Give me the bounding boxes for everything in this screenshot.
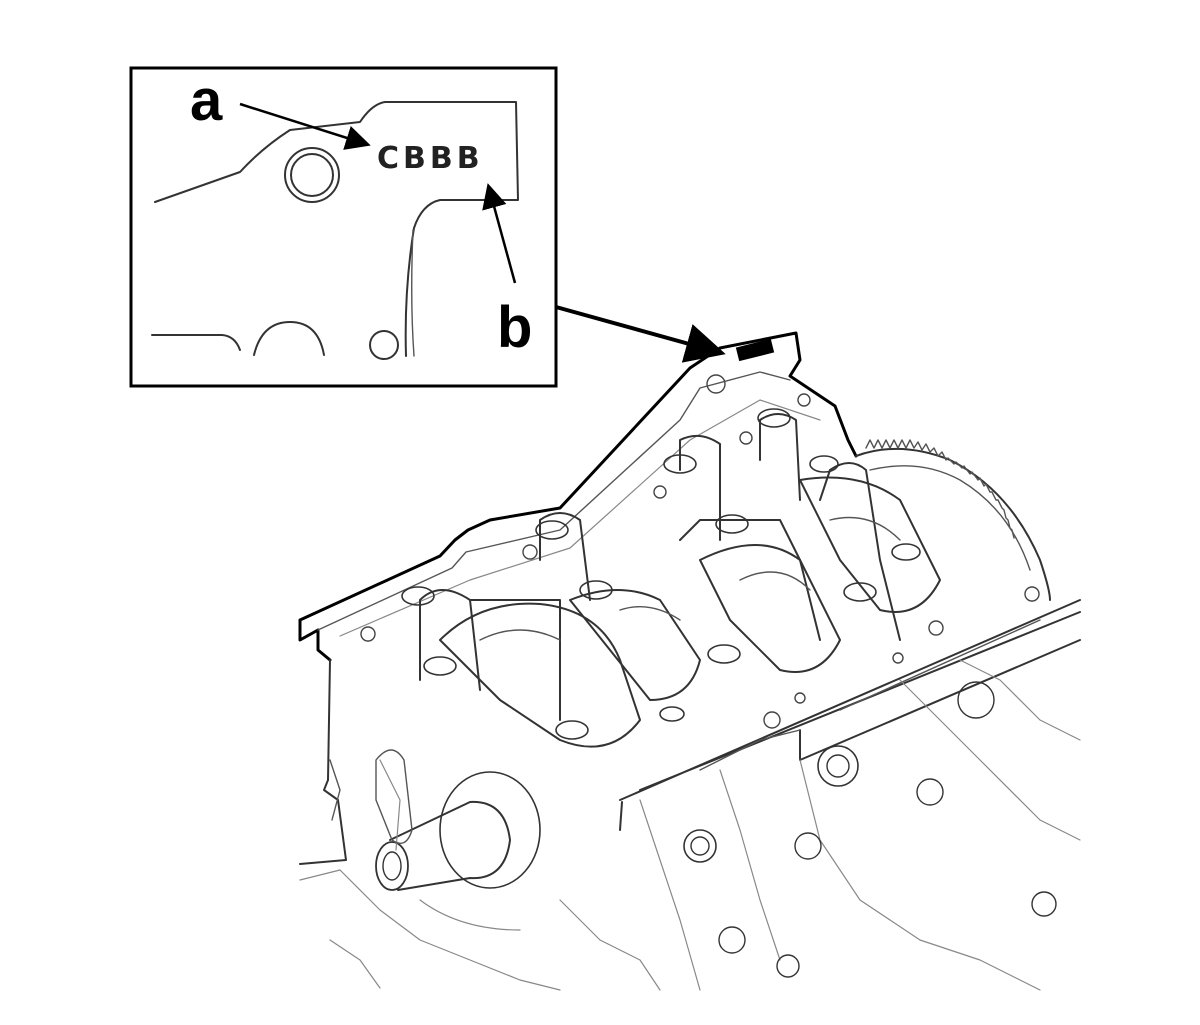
deck-hole: [892, 652, 904, 664]
block-rail-detail: [699, 619, 1041, 771]
detail-lower-arch: [253, 321, 325, 356]
boss-hole: [794, 832, 822, 860]
bolt-head: [423, 656, 457, 676]
deck-hole: [797, 393, 811, 407]
block-left-side: [299, 659, 347, 865]
deck-hole: [1024, 586, 1040, 602]
crank-throw-4: [799, 476, 941, 613]
deck-hole: [706, 374, 726, 394]
bolt-head: [555, 720, 589, 740]
deck-hole: [739, 431, 753, 445]
bearing-cap-3: [679, 413, 821, 641]
deck-hole: [522, 544, 538, 560]
bolt-head: [843, 582, 877, 602]
detail-small-hole: [369, 330, 399, 360]
deck-bolts: [401, 408, 921, 740]
boss-hole: [1031, 891, 1057, 917]
leader-arrow-b: [482, 183, 517, 284]
deck-hole: [763, 711, 781, 729]
block-deck-inner-edge: [317, 371, 791, 631]
lower-bosses: [683, 681, 1057, 978]
bearing-cap-1: [419, 589, 561, 721]
deck-hole: [928, 620, 944, 636]
bolt-head: [891, 543, 921, 561]
block-deck-inner-edge-2: [339, 399, 821, 637]
detail-casting-outline: [154, 101, 519, 357]
bolt-head: [663, 454, 697, 474]
boss-hole: [826, 754, 850, 778]
boss-hole: [916, 778, 944, 806]
callout-label-b: b: [497, 295, 532, 360]
bolt-head: [715, 514, 749, 534]
block-bottom-rail: [619, 599, 1081, 831]
leader-arrow-a: [239, 102, 371, 150]
boss-hole: [817, 745, 859, 787]
detail-frame: [129, 66, 558, 388]
boss-hole: [776, 954, 800, 978]
block-left-bracket: [329, 749, 413, 844]
crank-snout: [375, 771, 541, 891]
snout-seal-outer: [439, 771, 541, 889]
boss-hole: [690, 836, 710, 856]
deck-hole: [794, 692, 806, 704]
detail-bolt-boss-inner: [290, 153, 334, 197]
stamped-code: CBBB: [377, 141, 484, 176]
bolt-head: [809, 455, 839, 473]
bolt-head: [535, 520, 569, 540]
crankshaft: [439, 476, 941, 748]
snout-shaft: [389, 800, 511, 891]
crank-web-detail: [479, 516, 901, 641]
boss-hole: [718, 926, 746, 954]
callout-label-a: a: [190, 68, 223, 133]
engine-block: [298, 331, 1081, 991]
block-stamp-location: [735, 338, 775, 362]
crank-throw-2: [569, 589, 701, 701]
detail-inset: CBBB a b: [129, 66, 558, 388]
ring-gear: [855, 439, 1051, 601]
crank-throw-1: [439, 602, 641, 748]
ring-gear-outer: [855, 447, 1051, 601]
bolt-head: [579, 580, 613, 600]
snout-end: [375, 841, 409, 891]
ring-gear-inner: [869, 465, 1031, 571]
bolt-head: [757, 408, 791, 428]
detail-lower-edge: [151, 334, 241, 351]
bolt-head: [707, 644, 741, 664]
bolt-head: [401, 586, 435, 606]
main-bearing-caps: [419, 413, 901, 721]
boss-hole: [957, 681, 995, 719]
block-front-webbing: [299, 759, 661, 991]
block-right-lower: [639, 659, 1081, 991]
ring-gear-teeth: [865, 439, 1015, 539]
deck-holes: [360, 374, 1040, 729]
detail-casting-edge: [411, 229, 415, 357]
bolt-head: [659, 706, 685, 722]
crank-throw-3: [699, 544, 841, 673]
detail-bolt-boss-outer: [284, 147, 340, 203]
snout-end-inner: [382, 851, 402, 881]
bearing-cap-2: [539, 434, 721, 601]
detail-pointer-arrow: [555, 305, 726, 363]
boss-hole: [683, 829, 717, 863]
bearing-cap-4: [819, 462, 901, 641]
deck-hole: [360, 626, 376, 642]
deck-hole: [653, 485, 667, 499]
